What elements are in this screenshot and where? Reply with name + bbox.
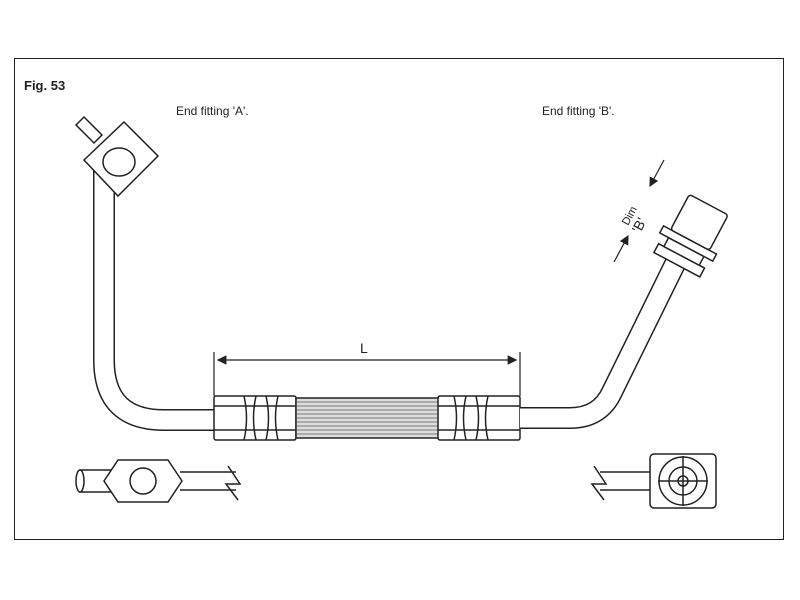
left-pipe: [93, 160, 215, 431]
end-view-b: [590, 453, 717, 509]
end-fitting-a: [74, 115, 160, 198]
right-ferrule: [437, 395, 521, 441]
dim-b-label: 'B': [629, 215, 650, 235]
right-pipe: [520, 257, 686, 429]
length-label: L: [360, 340, 368, 356]
left-ferrule: [213, 395, 297, 441]
flexible-hose: [295, 397, 441, 439]
dimension-b: [613, 159, 665, 263]
figure-label: Fig. 53: [24, 78, 66, 93]
end-fitting-b: [652, 194, 728, 278]
end-fitting-a-label: End fitting 'A'.: [176, 104, 249, 118]
end-view-a: [75, 459, 242, 503]
length-dimension: [213, 352, 521, 396]
end-fitting-b-label: End fitting 'B'.: [542, 104, 615, 118]
